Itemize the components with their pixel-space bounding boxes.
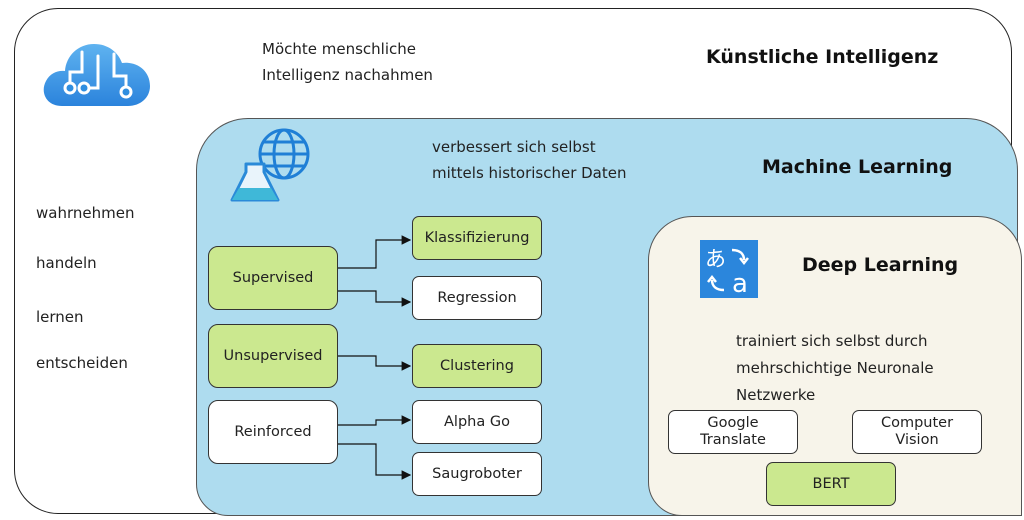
subtype-saugroboter: Saugroboter: [412, 452, 542, 496]
arrow-supervised-regression: [338, 290, 412, 307]
dl-title: Deep Learning: [802, 254, 959, 276]
category-reinforced: Reinforced: [208, 400, 338, 464]
ml-description-line: verbessert sich selbst: [432, 138, 596, 156]
capability-item: handeln: [36, 254, 97, 272]
example-bert: BERT: [766, 462, 896, 506]
dl-description: trainiert sich selbst durch mehrschichti…: [736, 328, 934, 409]
cloud-circuit-icon: [40, 28, 156, 112]
arrow-unsupervised-clustering: [338, 355, 412, 371]
subtype-clustering: Clustering: [412, 344, 542, 388]
ml-description-line: mittels historischer Daten: [432, 164, 627, 182]
ai-title: Künstliche Intelligenz: [706, 46, 939, 68]
dl-description-line: trainiert sich selbst durch: [736, 332, 928, 350]
capability-item: entscheiden: [36, 354, 128, 372]
category-supervised: Supervised: [208, 246, 338, 310]
ml-description: verbessert sich selbst mittels historisc…: [432, 134, 627, 186]
translate-icon-glyph-jp: あ: [705, 247, 726, 271]
example-google-translate: Google Translate: [668, 410, 798, 454]
capability-item: lernen: [36, 308, 84, 326]
ml-title: Machine Learning: [762, 156, 953, 178]
globe-flask-icon: [230, 126, 316, 206]
category-unsupervised: Unsupervised: [208, 324, 338, 388]
capability-item: wahrnehmen: [36, 204, 135, 222]
ai-description-line: Möchte menschliche: [262, 40, 416, 58]
dl-description-line: Netzwerke: [736, 386, 816, 404]
subtype-regression: Regression: [412, 276, 542, 320]
translate-icon: あ a: [700, 240, 758, 299]
ai-description: Möchte menschliche Intelligenz nachahmen: [262, 36, 433, 88]
translate-icon-glyph-latin: a: [732, 269, 748, 299]
subtype-klassifizierung: Klassifizierung: [412, 216, 542, 260]
dl-description-line: mehrschichtige Neuronale: [736, 359, 934, 377]
arrow-supervised-klassifizierung: [338, 235, 412, 269]
arrow-reinforced-saugroboter: [338, 443, 412, 480]
example-computer-vision: Computer Vision: [852, 410, 982, 454]
arrow-reinforced-alphago: [338, 415, 412, 426]
subtype-alpha-go: Alpha Go: [412, 400, 542, 444]
ai-description-line: Intelligenz nachahmen: [262, 66, 433, 84]
